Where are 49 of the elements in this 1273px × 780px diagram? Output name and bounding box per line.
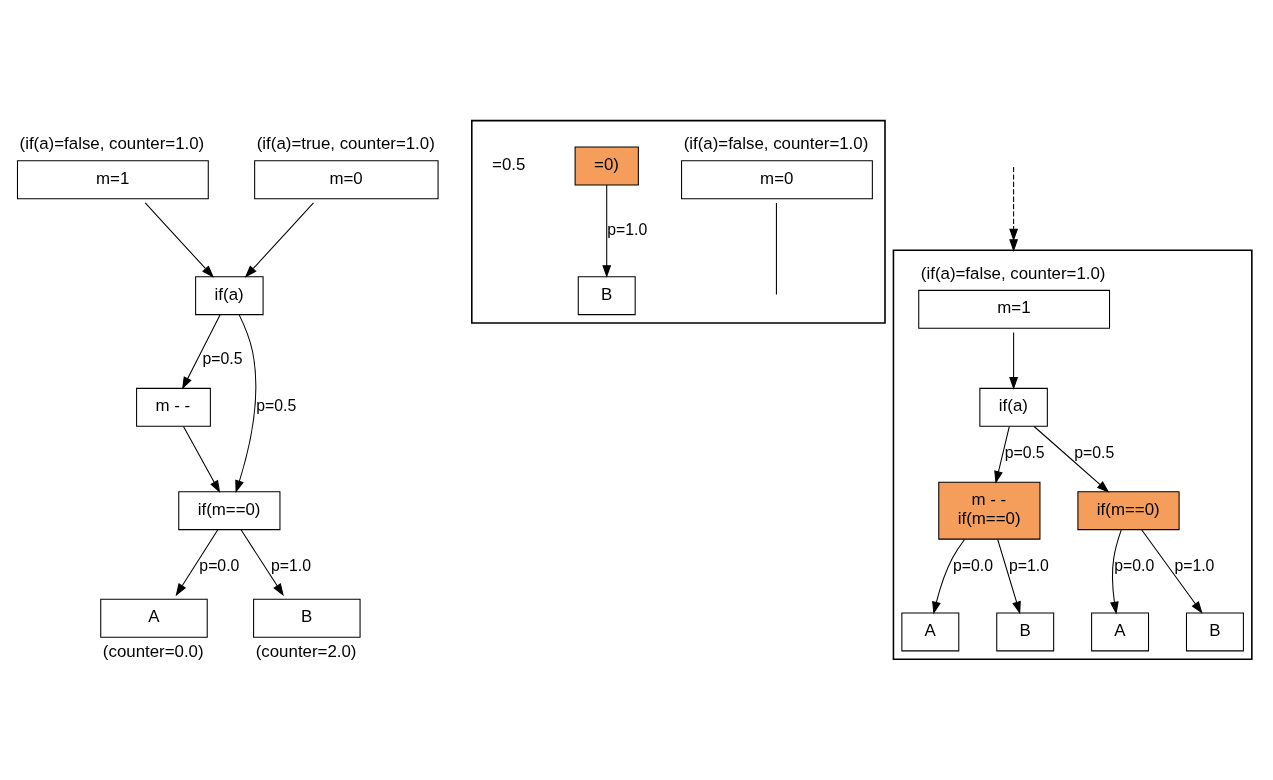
node-box: m - - if(m==0) [938, 481, 1041, 540]
node-box: m - - [136, 387, 211, 427]
arrow [244, 201, 314, 278]
node-box: A [1091, 611, 1150, 651]
arrow [182, 425, 221, 493]
edge-label: p=1.0 [1008, 556, 1049, 574]
node-label: (if(a)=false, counter=1.0) [683, 133, 869, 153]
node-label: (if(a)=true, counter=1.0) [256, 133, 435, 153]
arrow [997, 538, 1021, 614]
cluster [471, 119, 886, 324]
cluster [892, 249, 1253, 660]
arrow [175, 528, 219, 596]
edge-label: p=0.5 [1074, 443, 1115, 461]
arrow [1009, 331, 1019, 390]
node-label: (counter=2.0) [255, 641, 357, 661]
node-box: =0) [574, 145, 639, 185]
node-label: (if(a)=false, counter=1.0) [19, 133, 205, 153]
arrow [182, 313, 221, 390]
node-box: if(a) [979, 387, 1048, 427]
node-box: A [901, 611, 960, 651]
node-box: if(m==0) [1077, 490, 1180, 530]
arrow [1110, 528, 1122, 614]
arrow [1033, 425, 1110, 493]
label: =0.5 [492, 154, 526, 174]
node-box: if(m==0) [178, 490, 281, 530]
arrow [994, 425, 1010, 484]
arrow [1009, 166, 1019, 252]
node-box: B [1185, 611, 1244, 651]
edge-label: p=0.5 [202, 349, 243, 367]
arrow [240, 528, 284, 596]
edge-label: p=1.0 [271, 556, 312, 574]
arrow [144, 201, 214, 278]
arrow [602, 184, 612, 278]
edge-label: p=0.5 [1004, 443, 1045, 461]
node-box: if(a) [195, 275, 264, 315]
edge-label: p=1.0 [607, 219, 648, 237]
arrow [932, 538, 966, 614]
edge-label: p=1.0 [1174, 556, 1215, 574]
edge-label: p=0.0 [953, 556, 994, 574]
node-label: (counter=0.0) [102, 641, 204, 661]
node-label: (if(a)=false, counter=1.0) [920, 263, 1106, 283]
edge-label: p=0.5 [256, 396, 297, 414]
arrow [1141, 528, 1203, 614]
edge-label: p=0.0 [1114, 556, 1155, 574]
connector [775, 201, 777, 295]
arrow [235, 313, 257, 493]
node-box: B [577, 275, 636, 315]
node-box: B [996, 611, 1055, 651]
edge-label: p=0.0 [199, 556, 240, 574]
